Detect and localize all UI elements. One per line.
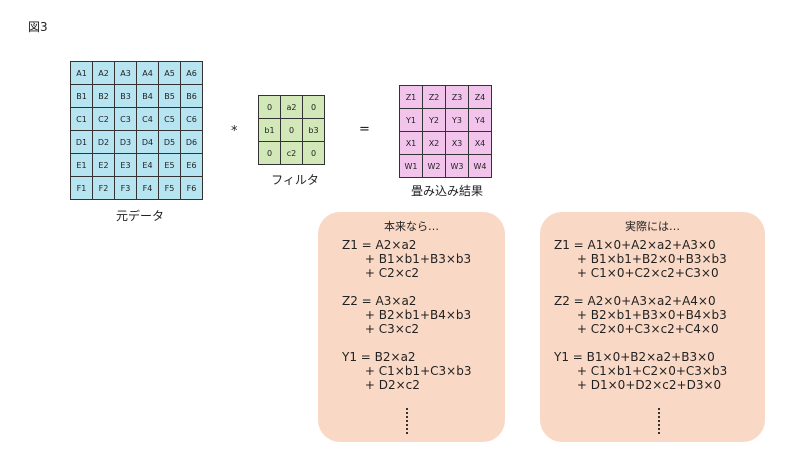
grid-cell: 0 (258, 95, 281, 119)
figure-label: 図3 (28, 20, 48, 34)
actual-equation-z2: Z2 = A2×0+A3×a2+A4×0 + B2×b1+B3×0+B4×b3 … (554, 294, 727, 336)
grid-cell: B5 (158, 84, 181, 108)
grid-cell: 0 (280, 118, 303, 142)
grid-cell: c2 (280, 141, 303, 165)
grid-cell: W2 (422, 154, 446, 178)
grid-cell: X1 (399, 131, 423, 155)
grid-cell: E2 (92, 153, 115, 177)
ideal-equation-y1: Y1 = B2×a2 + C1×b1+C3×b3 + D2×c2 (342, 350, 472, 392)
grid-cell: B2 (92, 84, 115, 108)
grid-cell: Y3 (445, 108, 469, 132)
input-data-caption: 元データ (115, 209, 164, 223)
grid-cell: C4 (136, 107, 159, 131)
grid-cell: b3 (302, 118, 325, 142)
grid-cell: E4 (136, 153, 159, 177)
grid-cell: F3 (114, 176, 137, 200)
grid-cell: 0 (258, 141, 281, 165)
ideal-equation-z2: Z2 = A3×a2 + B2×b1+B4×b3 + C3×c2 (342, 294, 472, 336)
ideal-panel-title: 本来なら… (384, 220, 439, 233)
grid-cell: C3 (114, 107, 137, 131)
actual-equation-z1: Z1 = A1×0+A2×a2+A3×0 + B1×b1+B2×0+B3×b3 … (554, 238, 727, 280)
actual-equation-y1: Y1 = B1×0+B2×a2+B3×0 + C1×b1+C2×0+C3×b3 … (554, 350, 728, 392)
grid-cell: D2 (92, 130, 115, 154)
grid-cell: Y4 (468, 108, 492, 132)
grid-cell: E6 (180, 153, 203, 177)
grid-cell: F4 (136, 176, 159, 200)
grid-cell: F2 (92, 176, 115, 200)
ideal-equation-z1: Z1 = A2×a2 + B1×b1+B3×b3 + C2×c2 (342, 238, 472, 280)
grid-cell: E5 (158, 153, 181, 177)
grid-cell: D3 (114, 130, 137, 154)
actual-panel-title: 実際には… (625, 220, 680, 233)
grid-cell: F5 (158, 176, 181, 200)
grid-cell: W4 (468, 154, 492, 178)
grid-cell: Z1 (399, 85, 423, 109)
grid-cell: 0 (302, 95, 325, 119)
grid-cell: a2 (280, 95, 303, 119)
convolution-operator: * (231, 124, 238, 139)
grid-cell: B6 (180, 84, 203, 108)
ideal-continuation-dots (406, 408, 408, 434)
grid-cell: F1 (70, 176, 93, 200)
grid-cell: D1 (70, 130, 93, 154)
actual-continuation-dots (658, 408, 660, 434)
grid-cell: A5 (158, 61, 181, 85)
grid-cell: D5 (158, 130, 181, 154)
grid-cell: C1 (70, 107, 93, 131)
grid-cell: C5 (158, 107, 181, 131)
grid-cell: A3 (114, 61, 137, 85)
grid-cell: E3 (114, 153, 137, 177)
grid-cell: 0 (302, 141, 325, 165)
result-caption: 畳み込み結果 (410, 184, 483, 198)
grid-cell: Z3 (445, 85, 469, 109)
grid-cell: C6 (180, 107, 203, 131)
grid-cell: X2 (422, 131, 446, 155)
grid-cell: A1 (70, 61, 93, 85)
grid-cell: Z2 (422, 85, 446, 109)
grid-cell: Y1 (399, 108, 423, 132)
grid-cell: B1 (70, 84, 93, 108)
grid-cell: A6 (180, 61, 203, 85)
grid-cell: A4 (136, 61, 159, 85)
grid-cell: B4 (136, 84, 159, 108)
actual-computation-panel: 実際には… Z1 = A1×0+A2×a2+A3×0 + B1×b1+B2×0+… (540, 212, 765, 442)
grid-cell: D6 (180, 130, 203, 154)
grid-cell: D4 (136, 130, 159, 154)
grid-cell: W1 (399, 154, 423, 178)
grid-cell: C2 (92, 107, 115, 131)
ideal-computation-panel: 本来なら… Z1 = A2×a2 + B1×b1+B3×b3 + C2×c2 Z… (318, 212, 505, 442)
grid-cell: Z4 (468, 85, 492, 109)
grid-cell: b1 (258, 118, 281, 142)
grid-cell: X4 (468, 131, 492, 155)
grid-cell: F6 (180, 176, 203, 200)
grid-cell: E1 (70, 153, 93, 177)
grid-cell: W3 (445, 154, 469, 178)
equals-operator: = (359, 122, 370, 137)
grid-cell: A2 (92, 61, 115, 85)
grid-cell: Y2 (422, 108, 446, 132)
grid-cell: B3 (114, 84, 137, 108)
filter-caption: フィルタ (271, 173, 319, 187)
grid-cell: X3 (445, 131, 469, 155)
